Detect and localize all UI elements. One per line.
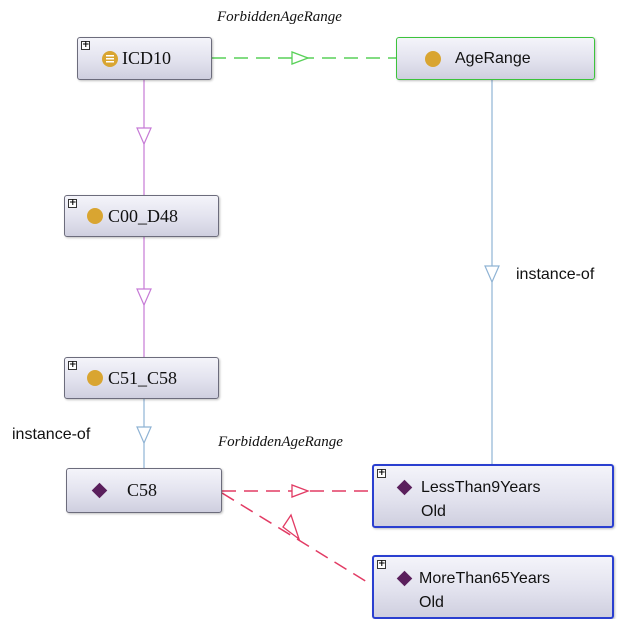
node-label-line2: Old bbox=[421, 503, 446, 520]
class-circle-icon bbox=[87, 370, 103, 386]
individual-diamond-icon bbox=[396, 479, 413, 496]
expand-icon[interactable]: + bbox=[68, 360, 77, 370]
forbidden-arrowhead-morethan65 bbox=[282, 513, 301, 541]
node-label-line2: Old bbox=[419, 594, 444, 611]
node-label: C00_D48 bbox=[108, 205, 179, 226]
edge-label-forbidden-age-range-top: ForbiddenAgeRange bbox=[217, 9, 342, 25]
forbidden-arrowhead-lessthan9 bbox=[291, 484, 310, 498]
node-more-than-65-years-old[interactable]: + MoreThan65Years Old bbox=[372, 555, 614, 619]
node-label: ICD10 bbox=[122, 48, 171, 68]
class-list-icon bbox=[102, 50, 118, 67]
subclass-arrowhead bbox=[136, 127, 152, 146]
node-less-than-9-years-old[interactable]: + LessThan9Years Old bbox=[372, 464, 614, 528]
node-label-line1: LessThan9Years bbox=[421, 479, 541, 496]
class-circle-icon bbox=[87, 208, 103, 224]
class-circle-icon bbox=[425, 50, 441, 67]
node-c00-d48[interactable]: + C00_D48 bbox=[64, 195, 219, 237]
edge-label-instance-of-left: instance-of bbox=[12, 426, 91, 443]
expand-icon[interactable]: + bbox=[68, 198, 77, 208]
node-label-line1: MoreThan65Years bbox=[419, 570, 551, 587]
node-c58[interactable]: C58 bbox=[66, 468, 222, 513]
instance-of-arrowhead bbox=[136, 426, 152, 445]
expand-icon[interactable]: + bbox=[377, 468, 386, 478]
node-label-group: MoreThan65Years Old bbox=[419, 567, 550, 615]
node-label: AgeRange bbox=[455, 49, 531, 67]
individual-diamond-icon bbox=[91, 482, 108, 499]
subclass-arrowhead bbox=[136, 288, 152, 307]
node-label-group: LessThan9Years Old bbox=[421, 476, 541, 524]
node-age-range[interactable]: AgeRange bbox=[396, 37, 595, 80]
edge-label-forbidden-age-range-bottom: ForbiddenAgeRange bbox=[218, 434, 343, 450]
node-label: C51_C58 bbox=[108, 367, 178, 388]
forbidden-arrowhead-top bbox=[291, 51, 310, 65]
node-label: C58 bbox=[127, 480, 158, 500]
individual-diamond-icon bbox=[396, 570, 413, 587]
expand-icon[interactable]: + bbox=[81, 40, 90, 50]
instance-of-arrowhead bbox=[484, 265, 500, 284]
edge-label-instance-of-right: instance-of bbox=[516, 266, 595, 283]
node-c51-c58[interactable]: + C51_C58 bbox=[64, 357, 219, 399]
expand-icon[interactable]: + bbox=[377, 559, 386, 569]
node-icd10[interactable]: + ICD10 bbox=[77, 37, 212, 80]
forbidden-age-range-edge-morethan65 bbox=[221, 492, 373, 586]
